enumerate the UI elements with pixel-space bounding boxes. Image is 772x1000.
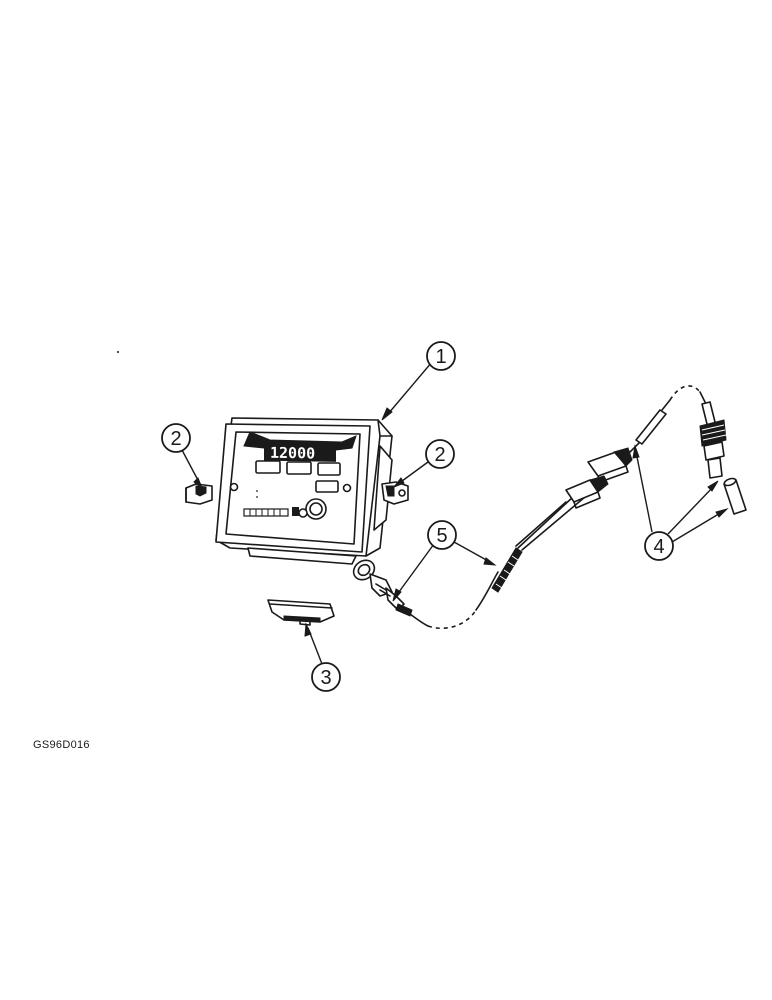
key-2 [286, 461, 312, 475]
dial-knob-inner [309, 502, 323, 516]
key-4 [315, 480, 339, 493]
callout-5: 5 [436, 525, 447, 547]
lcd-readout: 12000 [270, 444, 315, 463]
callout-2-left: 2 [170, 428, 181, 450]
monitor-unit: 12000 [215, 417, 393, 565]
bar-graph [243, 508, 289, 517]
bezel-screw-right [342, 483, 352, 493]
bezel-screw-left [229, 482, 239, 492]
callout-2-right: 2 [434, 444, 445, 466]
callout-3: 3 [320, 667, 331, 689]
lcd-window [264, 443, 336, 462]
figure-code: GS96D016 [33, 739, 90, 751]
bracket-left [185, 483, 213, 505]
connector-upper [587, 447, 633, 483]
dial-knob-icon [305, 498, 327, 520]
ribbed-sleeve [491, 547, 523, 593]
dial-small-knob [298, 508, 308, 518]
wiring-harness [352, 385, 707, 630]
key-1 [255, 460, 281, 474]
callout-1: 1 [435, 346, 446, 368]
speed-sensor [699, 401, 747, 515]
key-3 [317, 462, 341, 476]
indicator-dot-1 [256, 490, 258, 492]
mounting-plate [267, 599, 335, 626]
callout-4: 4 [653, 536, 664, 558]
speck [117, 351, 119, 353]
bracket-right [381, 481, 409, 505]
indicator-dot-2 [256, 496, 258, 498]
grid-icon [292, 507, 299, 516]
